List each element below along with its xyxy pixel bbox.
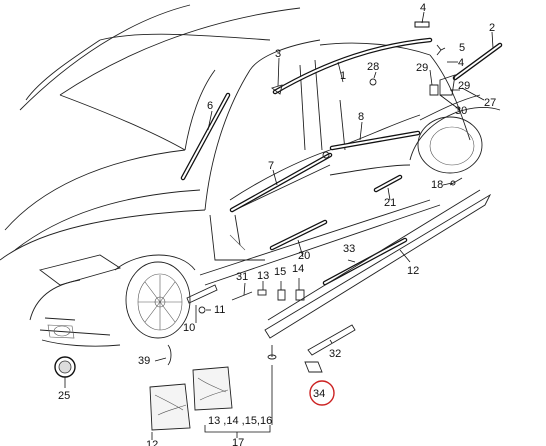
label-27: 27	[484, 97, 496, 109]
label-29b: 29	[458, 80, 470, 92]
label-13: 13	[257, 270, 269, 282]
label-17: 17	[232, 437, 244, 446]
label-3: 3	[275, 48, 281, 60]
label-32: 32	[329, 348, 341, 360]
label-4: 4	[420, 2, 426, 14]
car-body	[0, 4, 501, 347]
label-7: 7	[268, 160, 274, 172]
label-18: 18	[431, 179, 443, 191]
label-34: 34	[313, 388, 325, 400]
label-39: 39	[138, 355, 150, 367]
label-8: 8	[358, 111, 364, 123]
label-10: 10	[183, 322, 195, 334]
label-2: 2	[489, 22, 495, 34]
highlight-circle-34	[309, 380, 335, 406]
label-bag-group: 13 ,14 ,15,16	[208, 415, 272, 427]
label-15: 15	[274, 266, 286, 278]
label-31: 31	[236, 271, 248, 283]
trim-parts	[54, 21, 503, 431]
label-11: 11	[214, 304, 225, 316]
label-14: 14	[292, 263, 304, 275]
label-6: 6	[207, 100, 213, 112]
label-5: 5	[459, 42, 465, 54]
label-33: 33	[343, 243, 355, 255]
part-labels: 1 2 3 4 4 5 6 7 8 10 11 12 13 15 14 18 2…	[58, 2, 496, 446]
label-12: 12	[407, 265, 419, 277]
label-4b: 4	[458, 57, 464, 69]
leader-lines	[64, 11, 494, 440]
label-12-cut: 12	[146, 439, 158, 446]
label-25: 25	[58, 390, 70, 402]
label-1: 1	[340, 70, 346, 82]
label-28: 28	[367, 61, 379, 73]
label-29: 29	[416, 62, 428, 74]
label-20: 20	[298, 250, 310, 262]
label-21: 21	[384, 197, 396, 209]
label-30: 30	[455, 105, 467, 117]
